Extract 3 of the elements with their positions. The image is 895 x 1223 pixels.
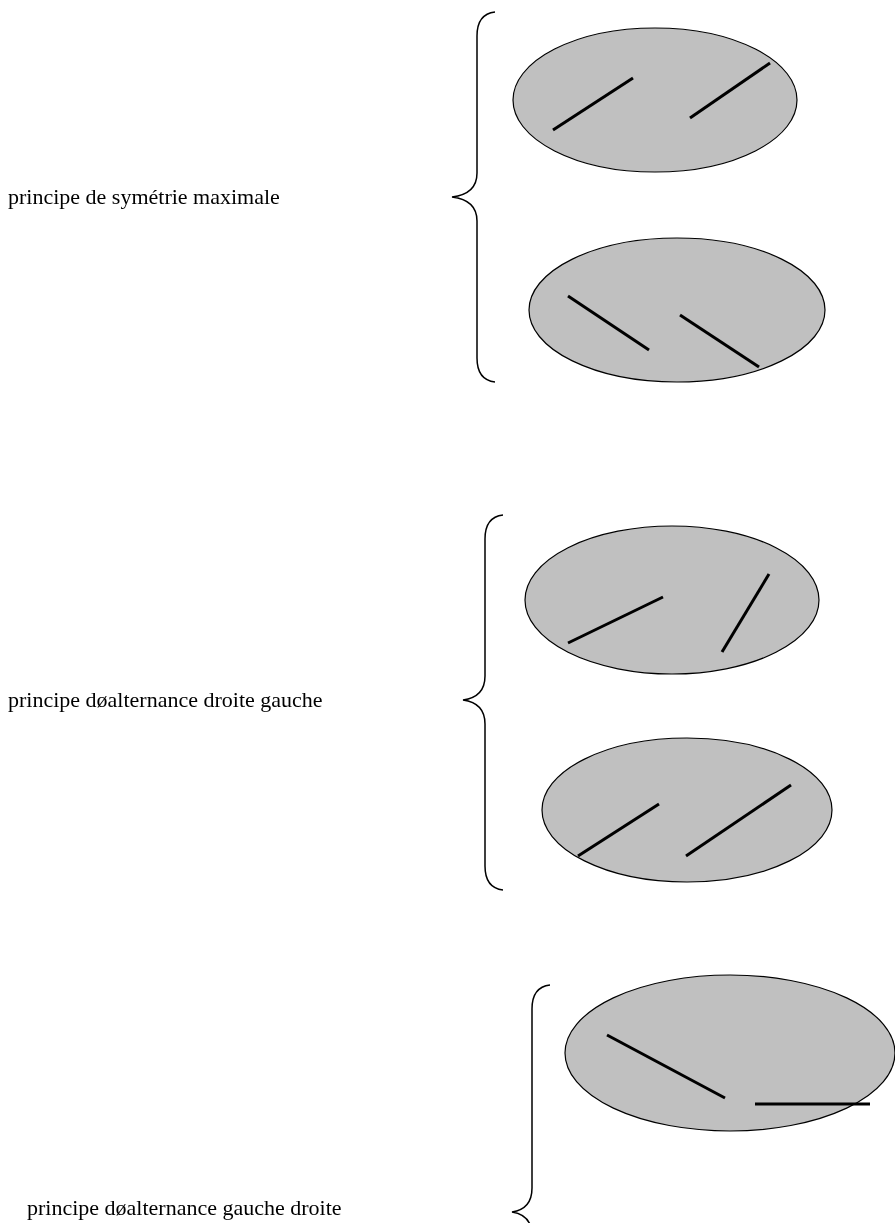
- group-label: principe de symétrie maximale: [8, 184, 280, 210]
- group-label: principe døalternance droite gauche: [8, 687, 323, 713]
- group-label: principe døalternance gauche droite: [27, 1195, 342, 1221]
